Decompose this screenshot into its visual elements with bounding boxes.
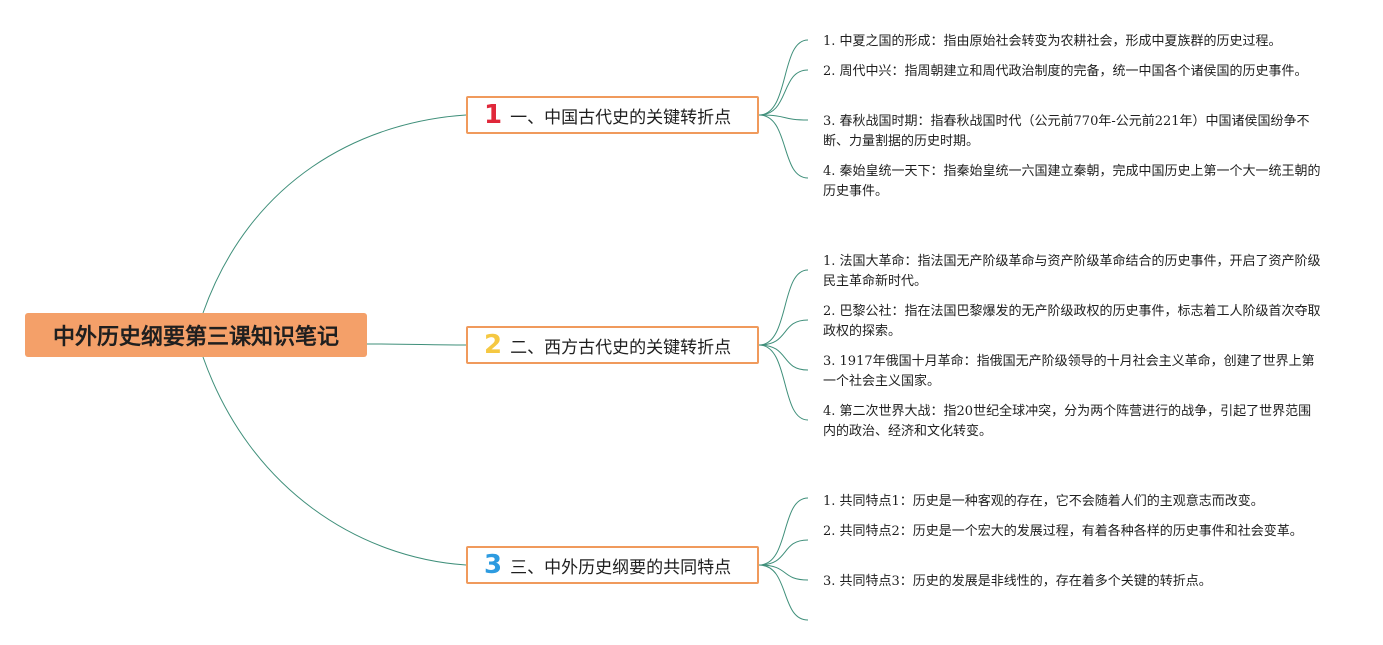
leaf-topic[interactable]: 2. 巴黎公社：指在法国巴黎爆发的无产阶级政权的历史事件，标志着工人阶级首次夺取… <box>823 304 1321 339</box>
branch-topic-1-label: 一、中国古代史的关键转折点 <box>510 107 732 128</box>
leaf-topic[interactable]: 3. 1917年俄国十月革命：指俄国无产阶级领导的十月社会主义革命，创建了世界上… <box>823 354 1315 389</box>
root-topic-label: 中外历史纲要第三课知识笔记 <box>52 325 339 350</box>
leaf-topic[interactable]: 2. 周代中兴：指周朝建立和周代政治制度的完备，统一中国各个诸侯国的历史事件。 <box>823 64 1308 79</box>
branch-3-to-leaf-4-line <box>758 564 809 621</box>
leaf-topic[interactable]: 3. 共同特点3：历史的发展是非线性的，存在着多个关键的转折点。 <box>823 574 1212 589</box>
leaf-topic[interactable]: 4. 第二次世界大战：指20世纪全球冲突，分为两个阵营进行的战争，引起了世界范围… <box>823 404 1312 439</box>
branch-topic-2[interactable]: 2 二、西方古代史的关键转折点 <box>466 326 759 364</box>
branch-1-to-leaf-3-line <box>758 114 809 121</box>
branch-topic-3-label: 三、中外历史纲要的共同特点 <box>510 557 732 578</box>
leaf-topic[interactable]: 3. 春秋战国时期：指春秋战国时代（公元前770年-公元前221年）中国诸侯国纷… <box>823 114 1310 149</box>
branch-2-to-leaf-1-line <box>758 269 809 346</box>
branch-topic-2-label: 二、西方古代史的关键转折点 <box>510 337 732 358</box>
root-to-branch-1-line <box>202 114 467 314</box>
branch-2-to-leaf-3-line <box>758 344 809 371</box>
leaf-topic[interactable]: 1. 共同特点1：历史是一种客观的存在，它不会随着人们的主观意志而改变。 <box>823 494 1264 509</box>
root-to-branch-2-line <box>366 343 467 346</box>
number-one-icon: 1 <box>484 100 503 130</box>
branch-3-to-leaf-3-line <box>758 564 809 581</box>
branch-3-to-leaf-1-line <box>758 497 809 566</box>
branch-1-to-leaf-1-line <box>758 39 809 116</box>
number-three-icon: 3 <box>484 550 503 580</box>
branch-1-to-leaf-2-line <box>758 69 809 116</box>
number-two-icon: 2 <box>484 330 503 360</box>
leaf-topic[interactable]: 1. 法国大革命：指法国无产阶级革命与资产阶级革命结合的历史事件，开启了资产阶级… <box>823 254 1321 289</box>
root-to-branch-3-line <box>202 356 467 566</box>
branch-2-to-leaf-4-line <box>758 344 809 421</box>
branch-1-to-leaf-4-line <box>758 114 809 179</box>
root-topic[interactable]: 中外历史纲要第三课知识笔记 <box>25 313 367 357</box>
branch-topic-3[interactable]: 3 三、中外历史纲要的共同特点 <box>466 546 759 584</box>
branch-2-to-leaf-2-line <box>758 319 809 346</box>
leaf-topic[interactable]: 4. 秦始皇统一天下：指秦始皇统一六国建立秦朝，完成中国历史上第一个大一统王朝的… <box>823 164 1321 199</box>
leaf-topic[interactable]: 1. 中夏之国的形成：指由原始社会转变为农耕社会，形成中夏族群的历史过程。 <box>823 34 1282 49</box>
leaf-topic[interactable]: 2. 共同特点2：历史是一个宏大的发展过程，有着各种各样的历史事件和社会变革。 <box>823 524 1303 539</box>
branch-3-to-leaf-2-line <box>758 539 809 566</box>
branch-topic-1[interactable]: 1 一、中国古代史的关键转折点 <box>466 96 759 134</box>
